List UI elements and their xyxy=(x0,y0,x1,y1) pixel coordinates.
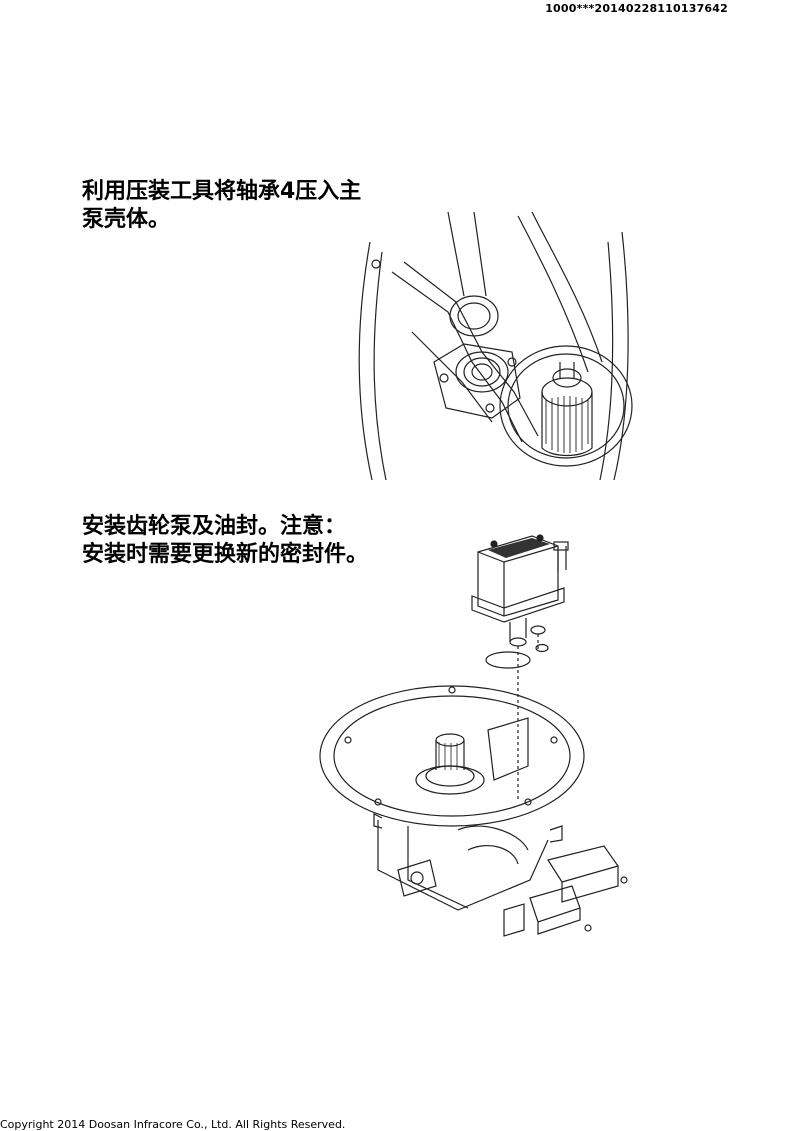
step-1-line-1: 利用压装工具将轴承4压入主 xyxy=(82,179,362,204)
step-2-line-1: 安装齿轮泵及油封。注意： xyxy=(82,514,347,539)
document-id: 1000***20140228110137642 xyxy=(545,2,728,15)
step-2-line-2: 安装时需要更换新的密封件。 xyxy=(82,542,369,567)
gear-pump-assembly-illustration xyxy=(318,530,636,960)
step-1-line-2: 泵壳体。 xyxy=(82,207,171,232)
copyright-notice: Copyright 2014 Doosan Infracore Co., Ltd… xyxy=(0,1118,346,1131)
bearing-press-illustration xyxy=(352,212,634,480)
step-1-instruction: 利用压装工具将轴承4压入主 泵壳体。 xyxy=(82,178,361,234)
step-2-instruction: 安装齿轮泵及油封。注意： 安装时需要更换新的密封件。 xyxy=(82,513,368,569)
